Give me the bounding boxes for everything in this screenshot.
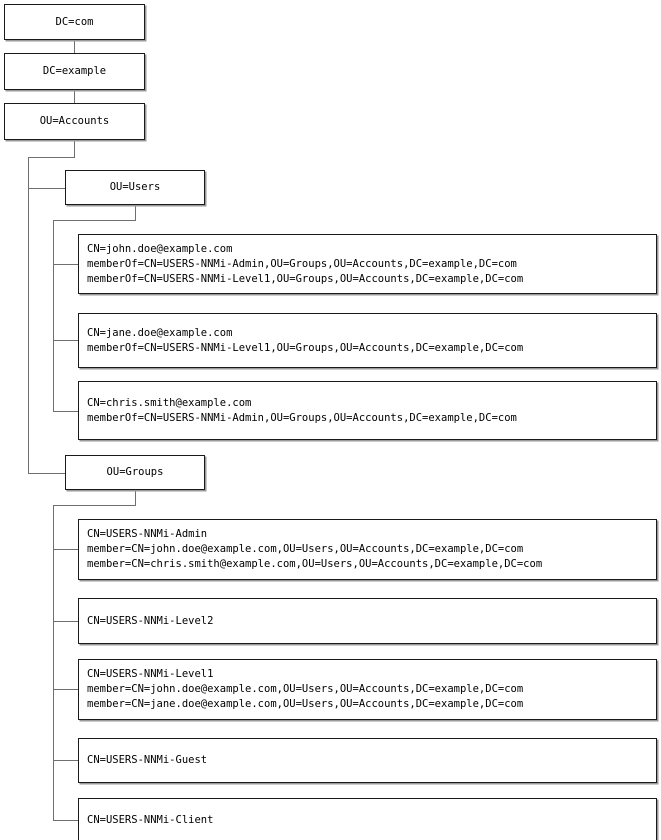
node-user-john-doe[interactable]: CN=john.doe@example.com memberOf=CN=USER… — [78, 234, 657, 294]
connector-groups-spine-to-level2 — [53, 621, 79, 622]
connector-ougroups-drop — [135, 490, 136, 505]
connector-groups-spine-to-level1 — [53, 689, 79, 690]
connector-groups-spine — [53, 505, 54, 820]
connector-users-spine-to-john — [53, 264, 79, 265]
node-user-chris-smith[interactable]: CN=chris.smith@example.com memberOf=CN=U… — [78, 381, 657, 440]
node-dc-com-label: DC=com — [55, 15, 94, 28]
node-ou-groups-label: OU=Groups — [106, 466, 164, 478]
connector-groups-spine-to-client — [53, 820, 79, 821]
node-group-users-nnmi-guest[interactable]: CN=USERS-NNMi-Guest — [78, 738, 657, 783]
connector-ouusers-elbow — [53, 220, 136, 221]
connector-spine-to-ouusers — [28, 188, 65, 189]
user-jane-doe-line-1: CN=jane.doe@example.com — [87, 326, 233, 339]
node-dc-example[interactable]: DC=example — [4, 53, 145, 90]
node-group-users-nnmi-level2[interactable]: CN=USERS-NNMi-Level2 — [78, 598, 657, 644]
node-user-jane-doe[interactable]: CN=jane.doe@example.com memberOf=CN=USER… — [78, 313, 657, 368]
connector-users-spine — [53, 220, 54, 411]
node-group-users-nnmi-admin[interactable]: CN=USERS-NNMi-Admin member=CN=john.doe@e… — [78, 519, 657, 580]
group-guest-line-1: CN=USERS-NNMi-Guest — [87, 754, 208, 766]
node-ou-users[interactable]: OU=Users — [65, 170, 205, 205]
connector-ougroups-elbow — [53, 505, 136, 506]
group-client-line-1: CN=USERS-NNMi-Client — [87, 814, 214, 826]
node-dc-com[interactable]: DC=com — [4, 4, 145, 40]
connector-accounts-spine — [28, 157, 29, 473]
node-dc-example-label: DC=example — [42, 65, 107, 77]
node-ou-accounts-label: OU=Accounts — [39, 115, 110, 127]
node-ou-accounts[interactable]: OU=Accounts — [4, 103, 145, 140]
group-level1-line-1: CN=USERS-NNMi-Level1 — [87, 668, 214, 680]
group-level2-line-1: CN=USERS-NNMi-Level2 — [87, 614, 214, 627]
node-ou-users-label: OU=Users — [109, 181, 161, 193]
user-chris-smith-line-2: memberOf=CN=USERS-NNMi-Admin,OU=Groups,O… — [87, 411, 517, 424]
connector-dccom-to-dcexample — [74, 40, 75, 53]
connector-ouaccounts-drop — [74, 140, 75, 157]
connector-users-spine-to-chris — [53, 411, 79, 412]
connector-ouaccounts-elbow — [28, 157, 75, 158]
user-jane-doe-line-2: memberOf=CN=USERS-NNMi-Level1,OU=Groups,… — [87, 341, 524, 354]
connector-spine-to-ougroups — [28, 473, 65, 474]
connector-dcexample-to-ouaccounts — [74, 90, 75, 103]
user-john-doe-line-2: memberOf=CN=USERS-NNMi-Admin,OU=Groups,O… — [87, 257, 517, 270]
connector-ouusers-drop — [135, 205, 136, 220]
group-admin-line-1: CN=USERS-NNMi-Admin — [87, 528, 208, 540]
node-group-users-nnmi-level1[interactable]: CN=USERS-NNMi-Level1 member=CN=john.doe@… — [78, 659, 657, 720]
group-admin-line-2: member=CN=john.doe@example.com,OU=Users,… — [87, 543, 524, 555]
user-john-doe-line-3: memberOf=CN=USERS-NNMi-Level1,OU=Groups,… — [87, 272, 524, 285]
node-ou-groups[interactable]: OU=Groups — [65, 455, 205, 490]
user-john-doe-line-1: CN=john.doe@example.com — [87, 242, 233, 255]
group-admin-line-3: member=CN=chris.smith@example.com,OU=Use… — [87, 558, 543, 570]
user-chris-smith-line-1: CN=chris.smith@example.com — [87, 396, 252, 409]
connector-groups-spine-to-admin — [53, 549, 79, 550]
group-level1-line-3: member=CN=jane.doe@example.com,OU=Users,… — [87, 698, 524, 710]
group-level1-line-2: member=CN=john.doe@example.com,OU=Users,… — [87, 683, 524, 695]
connector-groups-spine-to-guest — [53, 760, 79, 761]
node-group-users-nnmi-client[interactable]: CN=USERS-NNMi-Client — [78, 798, 657, 840]
connector-users-spine-to-jane — [53, 340, 79, 341]
